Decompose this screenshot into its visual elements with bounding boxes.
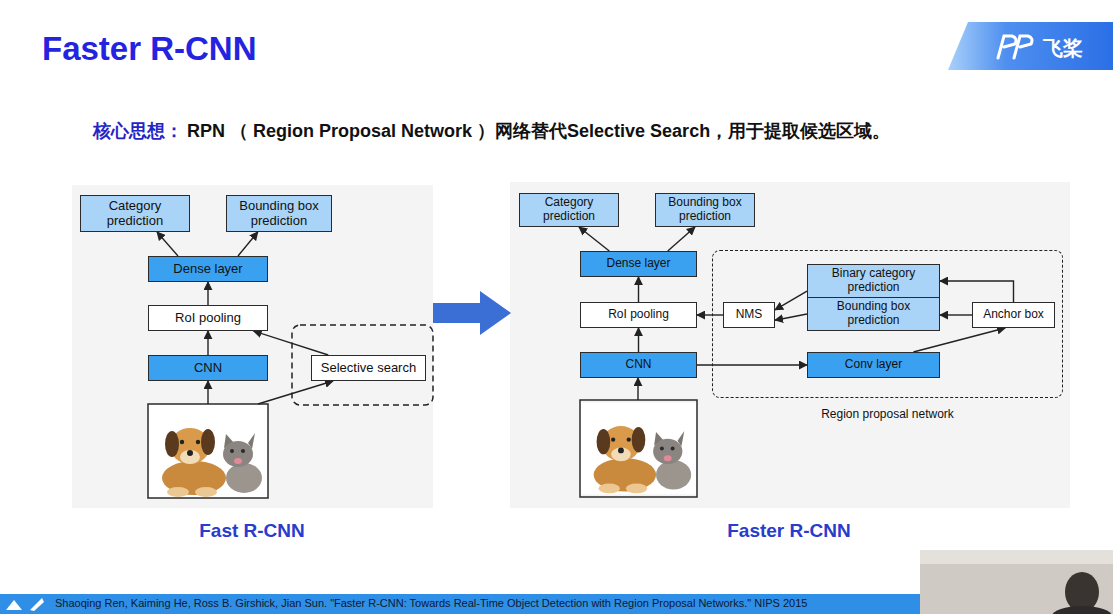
connector-arrow xyxy=(940,281,1014,302)
layer-box: Dense layer xyxy=(580,251,697,277)
panel-background xyxy=(510,182,1070,508)
process-box: NMS xyxy=(723,302,775,328)
connector-arrow xyxy=(940,314,972,315)
connector-arrow xyxy=(913,328,1005,352)
connector-arrow xyxy=(638,277,639,302)
box-label: Bounding box prediction xyxy=(231,199,327,229)
connector-arrow xyxy=(254,331,329,355)
layer-box: CNN xyxy=(580,352,697,378)
dashed-group xyxy=(292,325,433,405)
connector-arrow xyxy=(579,227,609,251)
slide-title: Faster R-CNN xyxy=(42,30,257,68)
box-label: Dense layer xyxy=(606,257,670,271)
connector-arrow xyxy=(668,227,695,251)
process-box: RoI pooling xyxy=(580,302,697,328)
connector-arrow xyxy=(775,291,807,310)
connector-arrow xyxy=(207,282,208,305)
input-image xyxy=(580,403,697,495)
box-label: Anchor box xyxy=(983,308,1044,322)
webcam-person xyxy=(1052,606,1112,614)
footer-icons xyxy=(6,598,44,611)
box-label: Selective search xyxy=(321,361,416,376)
layer-box: Conv layer xyxy=(807,352,940,378)
connector-arrow xyxy=(207,331,208,355)
citation: Shaoqing Ren, Kaiming He, Ross B. Girshi… xyxy=(55,597,807,609)
connector-arrow xyxy=(238,232,258,256)
box-label: CNN xyxy=(626,358,652,372)
subtitle-text: RPN （ Region Proposal Network ）网络替代Selec… xyxy=(187,119,890,143)
connector-arrow xyxy=(157,232,178,256)
connector-arrow xyxy=(697,314,723,315)
connector-arrow xyxy=(697,364,807,365)
prediction-box: Bounding box prediction xyxy=(226,195,332,232)
connector-arrow xyxy=(775,314,807,320)
subtitle-key: 核心思想： xyxy=(93,119,183,143)
box-label: RoI pooling xyxy=(608,308,669,322)
image-frame xyxy=(148,404,268,498)
box-label: Category prediction xyxy=(524,196,614,224)
box-label: Bounding box prediction xyxy=(660,196,750,224)
process-box: Selective search xyxy=(311,355,426,381)
layer-box: CNN xyxy=(148,355,268,381)
process-box: RoI pooling xyxy=(148,305,268,331)
prediction-box: Category prediction xyxy=(519,193,619,227)
image-arrow xyxy=(207,381,208,404)
box-label: Conv layer xyxy=(845,358,902,372)
panel-caption: Faster R-CNN xyxy=(727,520,851,542)
prediction-box: Bounding box prediction xyxy=(807,297,940,331)
input-image xyxy=(148,404,268,498)
image-arrow xyxy=(258,381,333,404)
prediction-box: Bounding box prediction xyxy=(655,193,755,227)
logo-icon xyxy=(998,36,1032,58)
box-label: RoI pooling xyxy=(175,311,241,326)
box-label: CNN xyxy=(194,361,222,376)
box-label: Dense layer xyxy=(173,262,242,277)
box-label: NMS xyxy=(736,308,763,322)
region-group: Region proposal network Binary category p… xyxy=(712,250,1063,430)
transition-arrow xyxy=(433,291,511,335)
layer-box: Dense layer xyxy=(148,256,268,282)
panel-caption: Fast R-CNN xyxy=(199,520,305,542)
panel-background xyxy=(72,185,433,508)
webcam-wall xyxy=(920,550,1113,564)
process-box: Anchor box xyxy=(972,302,1055,328)
group-label: Region proposal network xyxy=(712,408,1063,422)
box-label: Category prediction xyxy=(85,199,185,229)
prediction-box: Binary category prediction xyxy=(807,264,940,298)
logo-band xyxy=(948,22,1113,70)
connector-arrow xyxy=(638,328,639,352)
box-label: Binary category prediction xyxy=(812,267,935,295)
prediction-box: Category prediction xyxy=(80,195,190,232)
logo-text: 飞桨 xyxy=(1043,35,1083,62)
box-label: Bounding box prediction xyxy=(812,300,935,328)
image-arrow xyxy=(637,378,638,400)
webcam-thumbnail xyxy=(920,550,1113,614)
image-frame xyxy=(580,400,697,497)
